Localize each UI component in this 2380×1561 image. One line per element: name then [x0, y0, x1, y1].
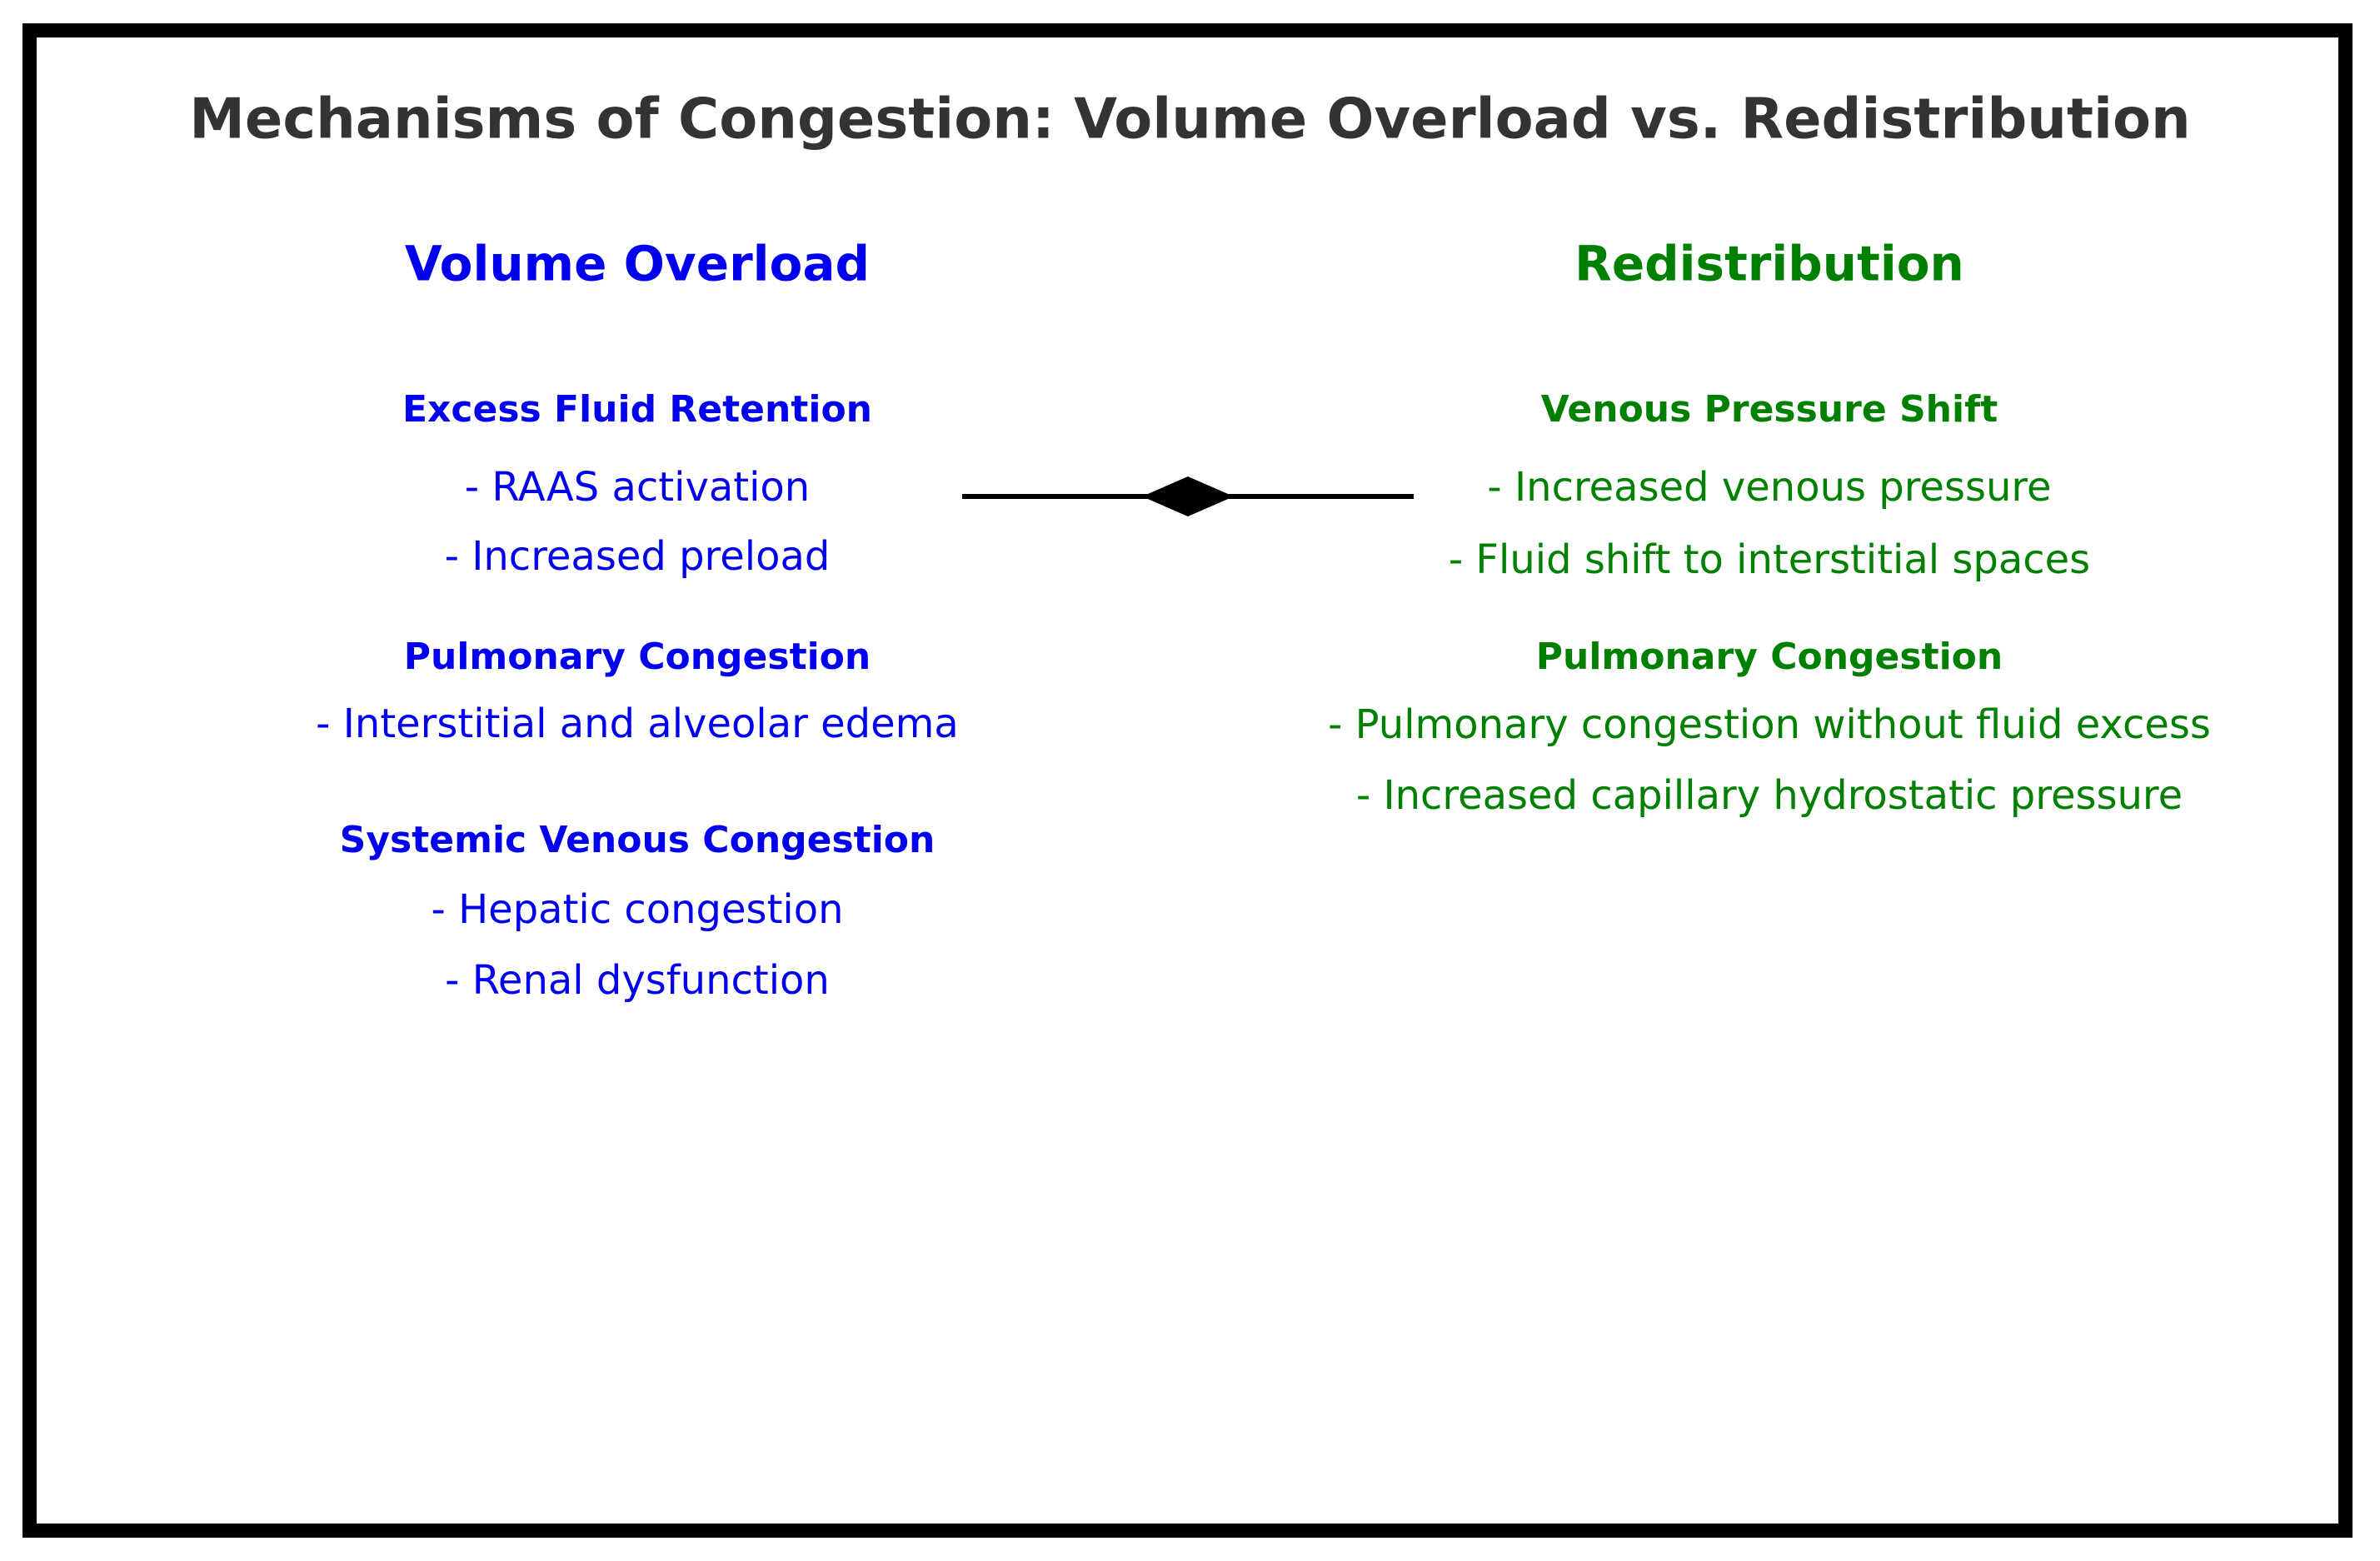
- section-heading-pulmonary-congestion-left: Pulmonary Congestion: [403, 635, 871, 678]
- section-heading-systemic-venous-congestion: Systemic Venous Congestion: [339, 818, 936, 861]
- column-connector: [962, 476, 1414, 516]
- column-header-redistribution: Redistribution: [1574, 235, 1964, 292]
- section-heading-excess-fluid-retention: Excess Fluid Retention: [402, 387, 872, 431]
- list-item-fluid-shift-interstitial-spaces: - Fluid shift to interstitial spaces: [1448, 536, 2091, 583]
- page-title: Mechanisms of Congestion: Volume Overloa…: [189, 86, 2191, 152]
- list-item-increased-preload: - Increased preload: [444, 532, 831, 580]
- column-header-volume-overload: Volume Overload: [404, 235, 871, 292]
- list-item-pulmonary-congestion-without-fluid-excess: - Pulmonary congestion without fluid exc…: [1328, 701, 2211, 748]
- list-item-increased-venous-pressure: - Increased venous pressure: [1487, 463, 2052, 511]
- list-item-renal-dysfunction: - Renal dysfunction: [445, 956, 830, 1004]
- section-heading-pulmonary-congestion-right: Pulmonary Congestion: [1535, 635, 2003, 678]
- list-item-hepatic-congestion: - Hepatic congestion: [431, 885, 844, 933]
- list-item-increased-capillary-hydrostatic-pressure: - Increased capillary hydrostatic pressu…: [1355, 771, 2183, 819]
- connector-diamond-icon: [1142, 476, 1234, 516]
- figure-border: [22, 23, 2353, 1538]
- list-item-raas-activation: - RAAS activation: [464, 463, 811, 511]
- list-item-interstitial-alveolar-edema: - Interstitial and alveolar edema: [316, 700, 959, 747]
- section-heading-venous-pressure-shift: Venous Pressure Shift: [1540, 387, 1998, 431]
